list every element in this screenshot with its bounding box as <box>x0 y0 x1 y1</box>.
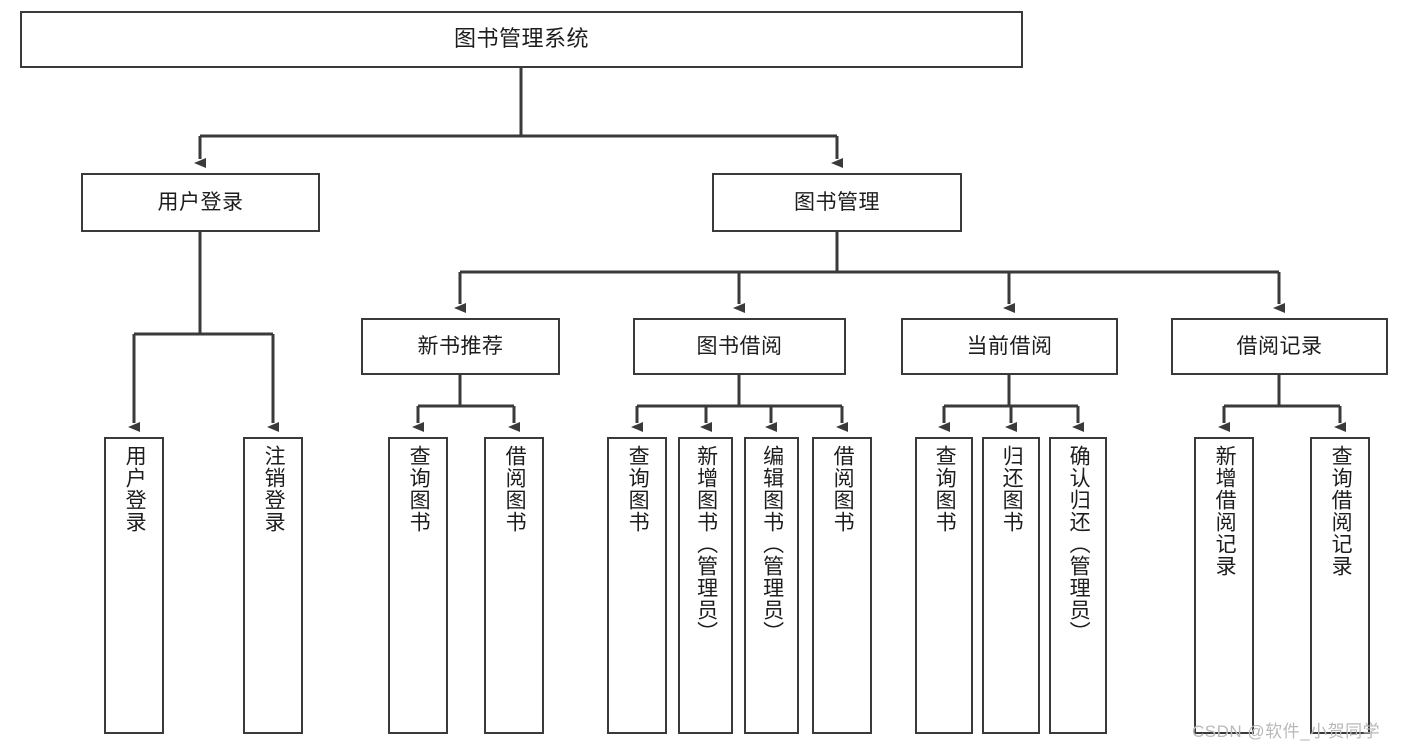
node-leaf-user-login[interactable]: 用户登录 <box>104 437 164 734</box>
node-leaf-borrow-book-1[interactable]: 借阅图书 <box>484 437 544 734</box>
node-leaf-query-book-3-label: 查询图书 <box>933 445 957 533</box>
node-leaf-add-book[interactable]: 新增图书（管理员） <box>678 437 733 734</box>
node-leaf-add-record-label: 新增借阅记录 <box>1213 445 1237 577</box>
node-leaf-confirm-return-label: 确认归还（管理员） <box>1067 445 1091 643</box>
node-leaf-borrow-book-2[interactable]: 借阅图书 <box>812 437 872 734</box>
node-leaf-return-book[interactable]: 归还图书 <box>982 437 1040 734</box>
node-leaf-return-book-label: 归还图书 <box>1000 445 1024 533</box>
node-leaf-query-book-2-label: 查询图书 <box>626 445 650 533</box>
node-leaf-query-book-1[interactable]: 查询图书 <box>388 437 448 734</box>
node-leaf-edit-book[interactable]: 编辑图书（管理员） <box>744 437 799 734</box>
node-book-manage-label: 图书管理 <box>794 190 880 214</box>
node-root[interactable]: 图书管理系统 <box>20 11 1023 68</box>
node-current-borrow-label: 当前借阅 <box>966 334 1053 358</box>
node-root-label: 图书管理系统 <box>453 26 589 52</box>
node-leaf-add-book-label: 新增图书（管理员） <box>694 445 718 643</box>
node-new-book-rec[interactable]: 新书推荐 <box>361 318 560 375</box>
node-user-login[interactable]: 用户登录 <box>81 173 320 232</box>
node-leaf-query-record-label: 查询借阅记录 <box>1329 445 1353 577</box>
node-book-manage[interactable]: 图书管理 <box>712 173 962 232</box>
node-leaf-query-record[interactable]: 查询借阅记录 <box>1310 437 1370 734</box>
node-leaf-user-login-label: 用户登录 <box>123 445 147 533</box>
node-leaf-query-book-3[interactable]: 查询图书 <box>915 437 973 734</box>
node-borrow-record-label: 借阅记录 <box>1236 334 1323 358</box>
node-leaf-confirm-return[interactable]: 确认归还（管理员） <box>1049 437 1107 734</box>
csdn-watermark: CSDN @软件_小贺同学 <box>1192 722 1381 741</box>
node-leaf-borrow-book-2-label: 借阅图书 <box>831 445 855 533</box>
node-book-borrow-label: 图书借阅 <box>696 334 783 358</box>
node-leaf-add-record[interactable]: 新增借阅记录 <box>1194 437 1254 734</box>
node-leaf-logout-label: 注销登录 <box>262 445 286 533</box>
node-leaf-query-book-1-label: 查询图书 <box>407 445 431 533</box>
node-leaf-borrow-book-1-label: 借阅图书 <box>503 445 527 533</box>
node-borrow-record[interactable]: 借阅记录 <box>1171 318 1388 375</box>
node-leaf-edit-book-label: 编辑图书（管理员） <box>760 445 784 643</box>
node-user-login-label: 用户登录 <box>157 190 244 214</box>
node-book-borrow[interactable]: 图书借阅 <box>633 318 846 375</box>
node-leaf-logout[interactable]: 注销登录 <box>243 437 303 734</box>
node-new-book-rec-label: 新书推荐 <box>417 334 504 358</box>
node-current-borrow[interactable]: 当前借阅 <box>901 318 1118 375</box>
node-leaf-query-book-2[interactable]: 查询图书 <box>607 437 667 734</box>
